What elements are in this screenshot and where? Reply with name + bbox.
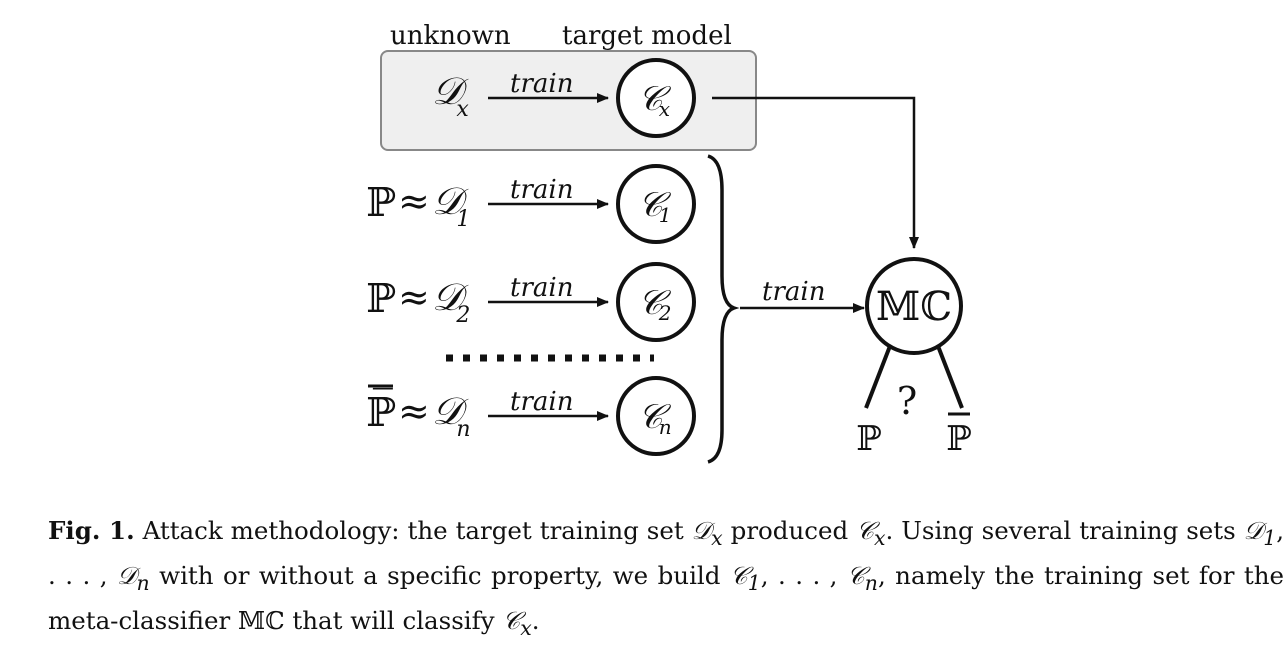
- row2-prop: ℙ: [366, 276, 396, 322]
- rown-prop: ℙ̅: [366, 389, 396, 436]
- meta-classifier-node: [865, 257, 963, 355]
- caption-text: Attack methodology: the target training …: [134, 516, 692, 545]
- caption-text: , . . . ,: [760, 560, 847, 590]
- caption-math: 𝒞x: [502, 605, 532, 640]
- caption-text: that will classify: [284, 605, 503, 635]
- caption-text: , namely the training set for the meta-c…: [48, 560, 1284, 635]
- row1-train-label: train: [510, 175, 573, 205]
- mc-train-label: train: [762, 277, 825, 307]
- caption-text: with or without a specific property, we …: [149, 560, 730, 590]
- rown-model-label: 𝒞n: [638, 397, 672, 439]
- row2-model-node: [616, 262, 696, 342]
- caption-text: produced: [722, 516, 857, 545]
- caption-math: 𝕄ℂ: [237, 605, 285, 635]
- target-train-label: train: [510, 69, 573, 99]
- figure-caption: Fig. 1. Attack methodology: the target t…: [48, 512, 1284, 647]
- caption-text: . Using several training sets: [885, 516, 1244, 545]
- caption-text: .: [531, 605, 540, 635]
- rown-model-node: [616, 376, 696, 456]
- rown-approx: ≈: [398, 389, 430, 433]
- row1-data: 𝒟1: [432, 179, 470, 232]
- question-mark: ?: [897, 379, 917, 423]
- mc-right-branch: [936, 345, 964, 409]
- caption-label: Fig. 1.: [48, 516, 135, 545]
- caption-text: , . . . ,: [48, 516, 1284, 590]
- header-target-model: target model: [562, 21, 732, 51]
- mc-left-branch: [864, 345, 892, 409]
- caption-math: 𝒞n: [846, 560, 878, 595]
- meta-classifier-label: 𝕄ℂ: [876, 284, 952, 330]
- row1-model-label: 𝒞1: [638, 185, 672, 227]
- caption-math: 𝒟1: [1243, 516, 1277, 550]
- row2-approx: ≈: [398, 275, 430, 319]
- output-no-property: ℙ: [946, 419, 972, 459]
- caption-math: 𝒞x: [856, 516, 886, 550]
- row1-model-node: [616, 164, 696, 244]
- caption-math: 𝒟x: [691, 516, 723, 550]
- attack-diagram: unknown target model 𝒟x train 𝒞x ℙ ≈ 𝒟1 …: [366, 21, 972, 464]
- target-model-node: [616, 58, 696, 138]
- row1-approx: ≈: [398, 179, 430, 223]
- row2-train-label: train: [510, 273, 573, 303]
- row1-prop: ℙ: [366, 180, 396, 226]
- group-brace: [707, 154, 740, 464]
- rown-train-label: train: [510, 387, 573, 417]
- target-to-mc-arrow: [712, 96, 919, 249]
- header-unknown: unknown: [390, 21, 511, 51]
- caption-math: 𝒞1: [729, 560, 761, 595]
- output-has-property: ℙ: [856, 419, 882, 459]
- rown-data: 𝒟n: [432, 389, 471, 442]
- caption-math: 𝒟n: [116, 560, 150, 595]
- row2-data: 𝒟2: [432, 275, 470, 328]
